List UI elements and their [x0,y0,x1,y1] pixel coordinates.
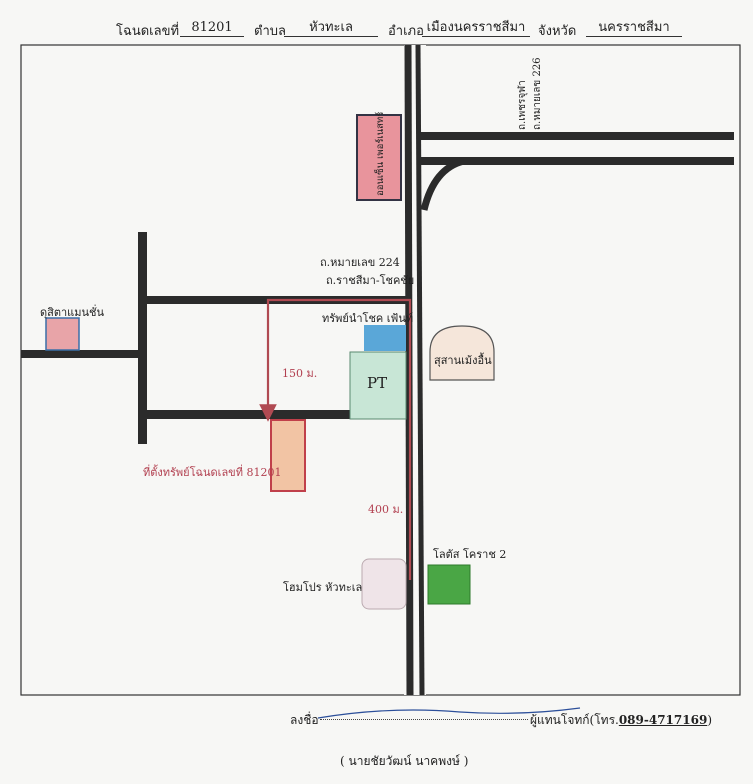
property-block [270,419,306,492]
homepro-label: โฮมโปร หัวทะเล [283,581,363,594]
dusit-mansion-block [45,317,80,351]
province-value: นครราชสีมา [586,20,682,37]
signature-line [320,719,528,720]
signer-name: ( นายชัยวัฒน์ นาคพงษ์ ) [340,754,469,768]
signature-stroke [317,707,581,719]
route-path [259,298,412,580]
province-label: จังหวัด [538,24,577,39]
road-224-number-label: ถ.หมายเลข 224 [320,256,400,269]
district-value: เมืองนครราชสีมา [422,20,530,37]
road-226-curve [420,157,465,211]
agent-label: ผู้แทนโจทก์(โทร.089-4717169) [530,711,712,730]
road-226-upper [420,132,734,140]
road-226-name-label: ถ.เพชรจุฬา [516,80,528,130]
main-road-edge-right [415,44,425,696]
pt-station-label: PT [367,374,388,392]
district-label: อำเภอ [388,24,424,39]
homepro-block [361,558,407,610]
distance-400-label: 400 ม. [368,503,404,516]
side-road-lower [146,410,352,419]
deed-number: 81201 [180,20,244,37]
dusit-mansion-label: ดุสิตาแมนชั่น [40,306,105,319]
sign-label: ลงชื่อ [290,713,319,727]
deed-label: โฉนดเลขที่ [116,24,180,39]
road-226-lower [420,157,734,165]
property-label: ที่ตั้งทรัพย์โฉนดเลขที่ 81201 [143,466,282,479]
side-road-left [21,350,139,358]
lotus-label: โลตัส โคราช 2 [433,548,507,561]
sap-nam-chok-label: ทรัพย์นำโชค เฟ้นท์ [322,312,414,325]
fortune-town-label: ออนเซ็น เพอร์เนสทร์ [373,112,386,196]
road-226-number-label: ถ.หมายเลข 226 [532,57,543,130]
road-224-name-label: ถ.ราชสีมา-โชคชัย [326,274,415,287]
cemetery-block [429,325,495,381]
agent-close-paren: ) [707,713,712,727]
deed-header: โฉนดเลขที่ 81201 ตำบล หัวทะเล อำเภอ เมือ… [0,20,753,42]
subdistrict-value: หัวทะเล [284,20,378,37]
agent-text: ผู้แทนโจทก์(โทร. [530,713,619,727]
fortune-town-block [356,114,402,201]
pt-station-block [349,351,407,420]
map-frame [20,44,741,696]
side-road-vertical [138,232,147,444]
lotus-block [427,564,471,605]
phone-number: 089-4717169 [618,713,708,727]
cemetery-label: สุสานเม้งอื้น [434,354,492,367]
distance-150-label: 150 ม. [282,367,318,380]
sap-nam-chok-block [364,325,406,351]
subdistrict-label: ตำบล [254,24,286,39]
